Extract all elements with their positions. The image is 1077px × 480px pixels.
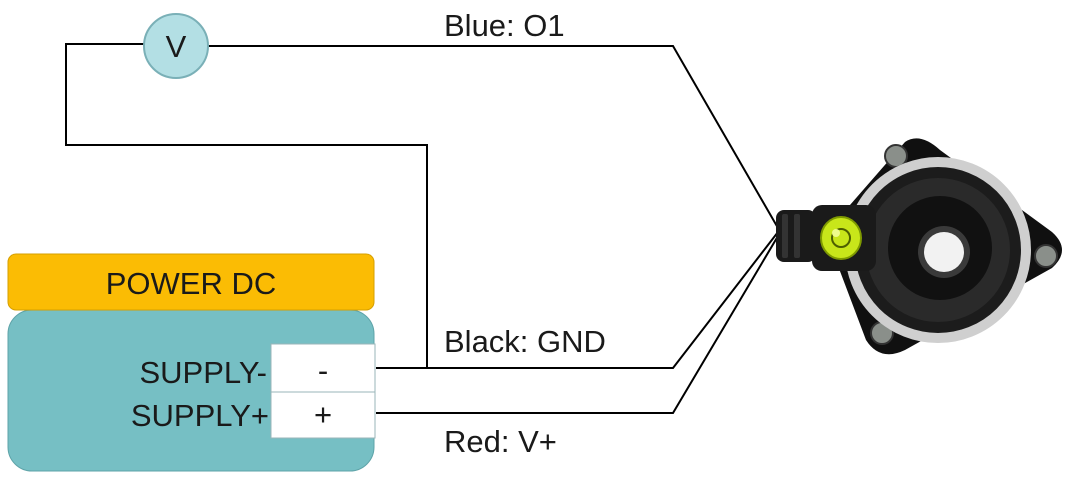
red-wire-label: Red: V+ xyxy=(444,424,557,459)
power-supply: POWER DC SUPPLY- SUPPLY+ - + xyxy=(7,253,376,472)
sensor-white-cap xyxy=(924,232,964,272)
red-wire xyxy=(376,235,779,414)
black-wire-label: Black: GND xyxy=(444,324,606,359)
blue-wire xyxy=(205,45,779,229)
sensor-bubble-level xyxy=(820,216,862,260)
inclinometer-sensor-icon xyxy=(776,138,1062,355)
terminal-plus-symbol: + xyxy=(314,397,332,432)
wires xyxy=(65,43,779,414)
black-wire xyxy=(376,231,779,369)
voltmeter: V xyxy=(143,13,209,79)
voltmeter-loop-wire xyxy=(65,43,428,368)
sensor-screw-right xyxy=(1034,244,1058,268)
terminal-minus-box xyxy=(270,343,376,393)
terminal-plus-box xyxy=(270,391,376,439)
terminal-minus-label: SUPPLY- xyxy=(139,355,267,390)
power-supply-title: POWER DC xyxy=(106,266,277,301)
sensor-screw-top xyxy=(884,144,908,168)
voltmeter-symbol: V xyxy=(166,29,187,64)
terminal-plus-label: SUPPLY+ xyxy=(131,398,269,433)
voltmeter-circle xyxy=(143,13,209,79)
terminal-minus-symbol: - xyxy=(318,353,328,388)
blue-wire-label: Blue: O1 xyxy=(444,8,565,43)
power-supply-title-bar xyxy=(7,253,375,311)
